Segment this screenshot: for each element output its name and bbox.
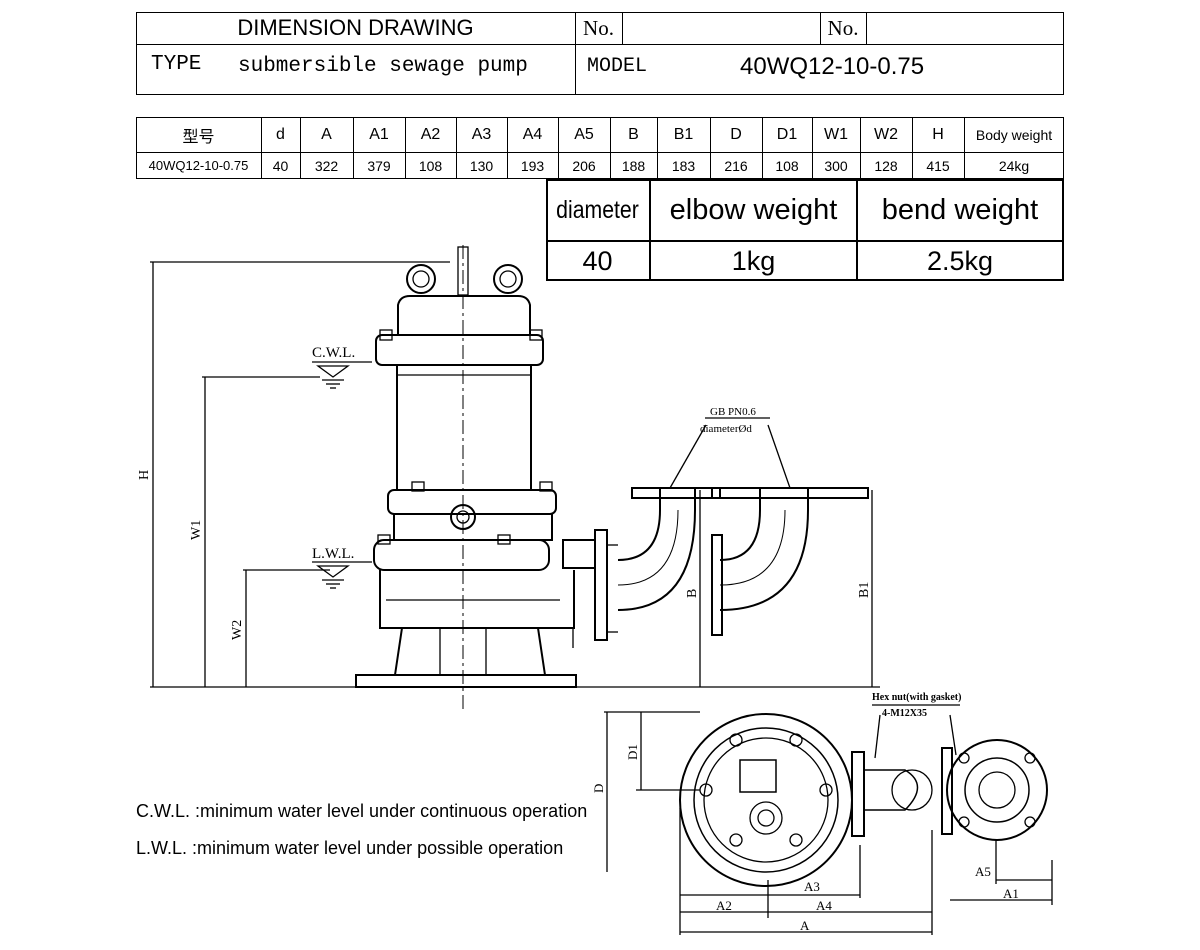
gb-label: GB PN0.6 — [710, 406, 756, 418]
dim-b1-label: B1 — [857, 582, 872, 598]
dimension-table-vline — [300, 117, 301, 179]
dimension-header-cell: A3 — [471, 126, 492, 143]
dim-h-label: H — [137, 470, 152, 480]
dimension-table-divider — [136, 152, 1064, 153]
dim-w1-label: W1 — [189, 520, 204, 540]
dimension-header-cell: H — [932, 126, 944, 143]
weight-table-divider — [546, 240, 1064, 242]
dim-a5-label: A5 — [975, 864, 991, 879]
type-value: submersible sewage pump — [238, 55, 528, 78]
dim-d1-label: D1 — [625, 744, 640, 760]
dimension-value-cell: 188 — [621, 157, 646, 174]
dim-a2-label: A2 — [716, 898, 732, 913]
dimension-header-cell: D1 — [776, 126, 798, 143]
weight-value-elbow: 1kg — [731, 245, 776, 276]
dimension-value-cell: 108 — [775, 157, 799, 174]
dimension-header-cell: Body weight — [975, 127, 1053, 143]
title-block-vline-2 — [622, 12, 623, 44]
dimension-header-cell: W1 — [824, 126, 848, 143]
dimension-value-cell: 379 — [367, 157, 391, 174]
lwl-label: L.W.L. — [312, 546, 354, 562]
model-label: MODEL — [587, 55, 648, 78]
dimension-value-cell: 300 — [824, 157, 848, 174]
weight-header-bend: bend weight — [881, 194, 1039, 226]
type-label: TYPE — [151, 53, 202, 76]
dimension-table-vline — [610, 117, 611, 179]
dimension-value-cell: 206 — [572, 157, 596, 174]
hex-nut-label: Hex nut(with gasket) — [872, 692, 961, 703]
no-label-1: No. — [583, 15, 614, 40]
dimension-header-cell: W2 — [874, 126, 898, 143]
lwl-note: L.W.L. :minimum water level under possib… — [136, 838, 564, 858]
cwl-label: C.W.L. — [312, 345, 355, 361]
dimension-value-cell: 415 — [926, 157, 950, 174]
dim-a3-label: A3 — [804, 879, 820, 894]
dimension-value-cell: 24kg — [998, 157, 1030, 174]
dimension-header-cell: A — [321, 126, 332, 143]
dim-d-label: D — [591, 784, 606, 793]
dimension-table-vline — [405, 117, 406, 179]
drawing-title: DIMENSION DRAWING — [237, 15, 474, 40]
title-block-vline-3 — [820, 12, 821, 44]
dim-a4-label: A4 — [816, 898, 832, 913]
weight-header-elbow: elbow weight — [669, 194, 838, 226]
title-block-frame — [136, 12, 1064, 95]
cwl-note: C.W.L. :minimum water level under contin… — [136, 801, 588, 821]
dimension-value-cell: 130 — [469, 157, 494, 174]
dim-w2-label: W2 — [230, 620, 245, 640]
dimension-header-cell: B — [628, 126, 639, 143]
dimension-value-cell: 216 — [724, 157, 748, 174]
dimension-header-cell: B1 — [673, 126, 694, 143]
dimension-table-frame — [136, 117, 1064, 179]
title-block-vline-1 — [575, 12, 576, 95]
title-block-divider — [136, 44, 1064, 45]
dim-b-label: B — [685, 589, 700, 598]
weight-header-diameter: diameter — [556, 196, 639, 224]
dimension-table-vline — [762, 117, 763, 179]
dimension-value-cell: 128 — [874, 157, 898, 174]
dimension-value-cell: 108 — [418, 157, 443, 174]
dimension-table-vline — [912, 117, 913, 179]
dimension-value-cell: 322 — [314, 157, 339, 174]
no-label-2: No. — [827, 15, 859, 40]
weight-table-vline-1 — [649, 179, 651, 281]
dimension-table-vline — [353, 117, 354, 179]
dimension-header-cell: A4 — [522, 126, 543, 143]
weight-value-bend: 2.5kg — [926, 245, 994, 276]
dimension-table-vline — [558, 117, 559, 179]
bolt-label: 4-M12X35 — [882, 708, 927, 719]
model-value: 40WQ12-10-0.75 — [740, 53, 925, 80]
dimension-value-cell: 183 — [671, 157, 696, 174]
dimension-value-cell: 40 — [272, 157, 289, 174]
dimension-value-cell: 40WQ12-10-0.75 — [148, 158, 249, 173]
dimension-table-vline — [657, 117, 658, 179]
dimension-header-cell: A1 — [369, 126, 389, 143]
dimension-header-cell: D — [730, 126, 742, 143]
weight-table-vline-2 — [856, 179, 858, 281]
dimension-table-vline — [710, 117, 711, 179]
dimension-value-cell: 193 — [520, 157, 545, 174]
dimension-table-vline — [964, 117, 965, 179]
dimension-table-vline — [507, 117, 508, 179]
dimension-table-vline — [456, 117, 457, 179]
weight-value-diameter: 40 — [582, 245, 613, 276]
dimension-header-cell: d — [276, 126, 285, 143]
dim-a-label: A — [800, 918, 810, 933]
diameter-d-label: diameterØd — [700, 423, 752, 435]
title-block-vline-4 — [866, 12, 867, 44]
dimension-header-cell: A5 — [574, 126, 594, 143]
weight-table-frame — [546, 179, 1064, 281]
dim-a1-label: A1 — [1003, 886, 1019, 901]
dimension-table-vline — [812, 117, 813, 179]
dimension-header-cell: 型号 — [182, 129, 215, 146]
dimension-table-vline — [860, 117, 861, 179]
dimension-header-cell: A2 — [420, 126, 441, 143]
dimension-table-vline — [261, 117, 262, 179]
